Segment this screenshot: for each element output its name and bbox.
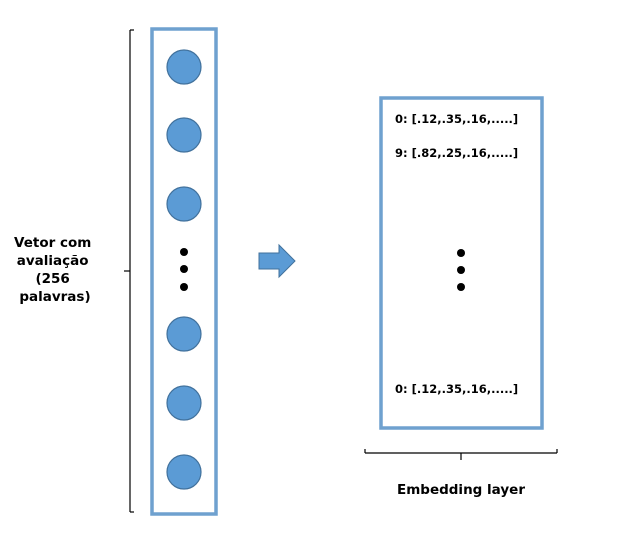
input-node bbox=[166, 117, 202, 153]
input-node bbox=[166, 49, 202, 85]
input-label-line-3: (256 bbox=[35, 271, 69, 287]
embedding-bracket bbox=[364, 449, 558, 460]
input-label-line-1: Vetor com bbox=[14, 235, 91, 251]
input-node bbox=[166, 454, 202, 490]
input-vector-label: Vetor com avaliação (256 palavras) bbox=[14, 235, 96, 305]
input-node bbox=[166, 316, 202, 352]
embedding-layer-caption: Embedding layer bbox=[397, 482, 525, 498]
right-arrow-icon bbox=[258, 243, 296, 279]
input-label-line-4: palavras) bbox=[19, 289, 90, 305]
embedding-row: 0: [.12,.35,.16,.....] bbox=[395, 382, 518, 396]
input-node bbox=[166, 385, 202, 421]
embedding-layer-box bbox=[379, 96, 544, 430]
input-nodes bbox=[166, 49, 202, 490]
input-label-line-2: avaliação bbox=[17, 253, 89, 269]
input-node bbox=[166, 186, 202, 222]
input-bracket bbox=[124, 29, 134, 513]
embedding-ellipsis bbox=[457, 249, 465, 291]
input-ellipsis bbox=[180, 248, 188, 291]
embedding-row: 0: [.12,.35,.16,.....] bbox=[395, 112, 518, 126]
embedding-row: 9: [.82,.25,.16,.....] bbox=[395, 146, 518, 160]
